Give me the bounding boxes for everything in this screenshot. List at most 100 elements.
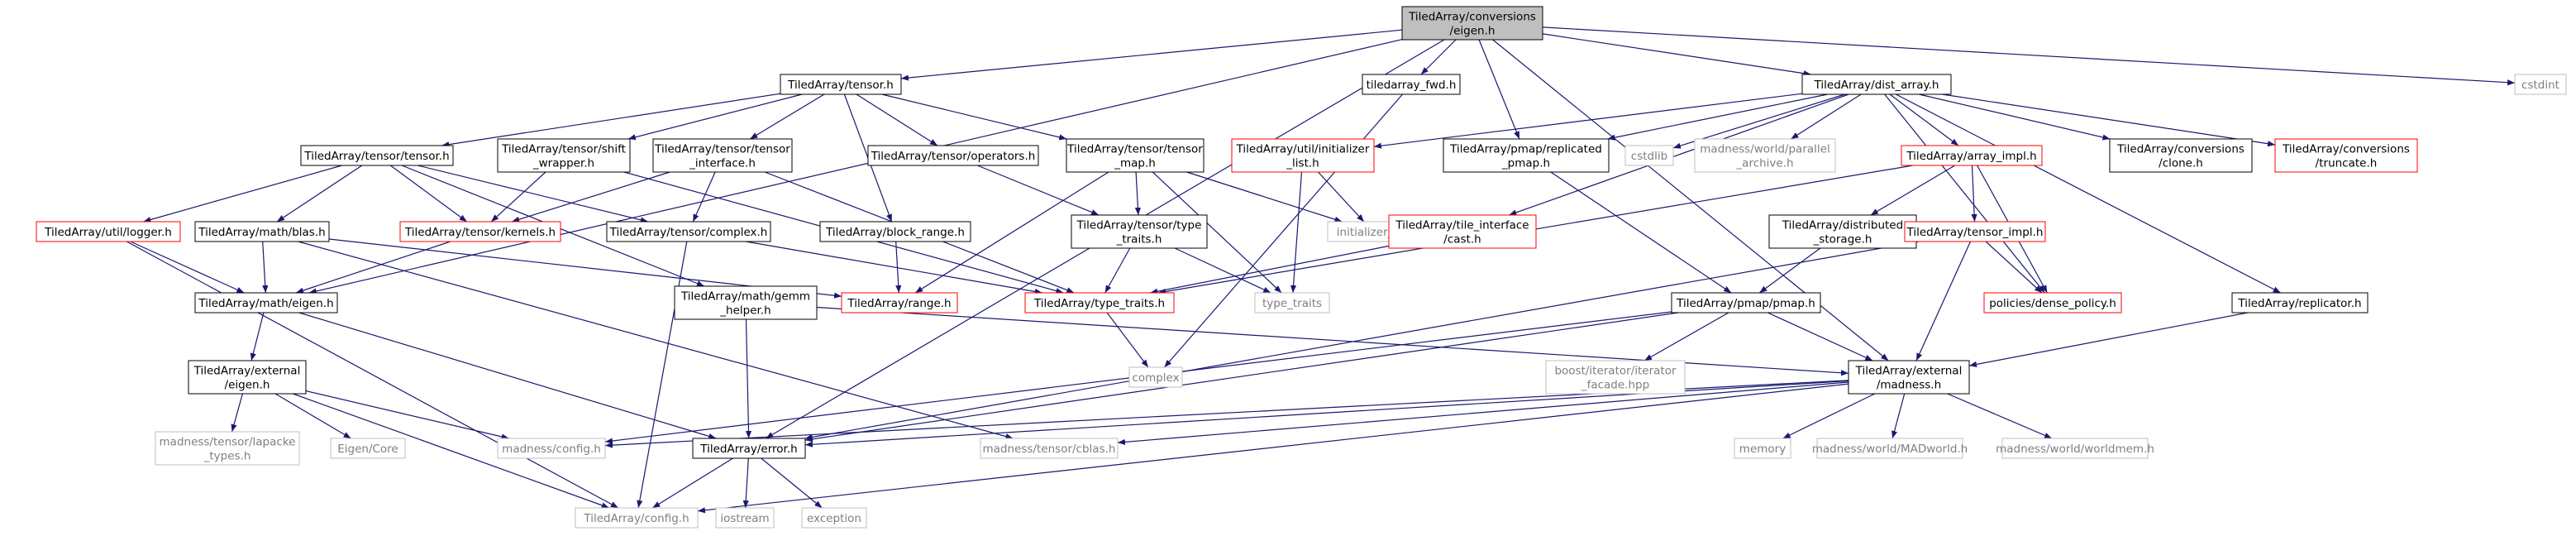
node-dist_array[interactable]: TiledArray/dist_array.h [1801, 74, 1952, 95]
node-conv_truncate[interactable]: TiledArray/conversions/truncate.h [2274, 138, 2418, 173]
node-pmap_h[interactable]: TiledArray/pmap/pmap.h [1671, 292, 1821, 313]
node-label-eigen_core: Eigen/Core [337, 443, 398, 456]
node-box-shift_wrapper [497, 138, 631, 173]
node-label-tensor_tensor: TiledArray/tensor/tensor.h [303, 150, 449, 163]
node-label-cblas: madness/tensor/cblas.h [983, 443, 1116, 456]
node-dense_policy[interactable]: policies/dense_policy.h [1983, 292, 2122, 313]
node-label-replicated_pmap: _pmap.h [1501, 157, 1550, 170]
edge-complex_h-to-config_h [637, 241, 688, 509]
node-box-array_impl [1901, 145, 2043, 166]
node-label-array_impl: TiledArray/array_impl.h [1906, 150, 2036, 163]
node-tile_interface_cast[interactable]: TiledArray/tile_interface/cast.h [1388, 214, 1537, 249]
edge-root-to-external_madness [1492, 39, 1889, 361]
edge-gemm_helper-to-error_h [745, 318, 752, 439]
node-parallel_archive: madness/world/parallel_archive.h [1694, 138, 1836, 173]
node-cblas: madness/tensor/cblas.h [980, 438, 1119, 459]
node-tensor_map[interactable]: TiledArray/tensor/tensor_map.h [1066, 138, 1205, 173]
node-madness_config: madness/config.h [497, 438, 606, 459]
edge-initializer_list_h-to-initializer_list [1318, 171, 1365, 223]
node-label-tile_interface_cast: /cast.h [1443, 233, 1481, 246]
node-kernels[interactable]: TiledArray/tensor/kernels.h [399, 221, 561, 242]
edge-dist_array-to-array_impl [1889, 93, 1959, 146]
node-label-type_traits: type_traits [1262, 297, 1322, 310]
node-external_madness[interactable]: TiledArray/external/madness.h [1848, 360, 1970, 395]
edge-distributed_storage-to-pmap_h [1758, 247, 1821, 294]
edge-tensor_tensor-to-complex_h [417, 165, 648, 223]
node-replicated_pmap[interactable]: TiledArray/pmap/replicated_pmap.h [1443, 138, 1610, 173]
node-error_h[interactable]: TiledArray/error.h [692, 438, 806, 459]
node-initializer_list_h[interactable]: TiledArray/util/initializer_list.h [1231, 138, 1375, 173]
node-label-tensor_h: TiledArray/tensor.h [787, 79, 894, 92]
node-box-worldmem [2001, 438, 2149, 459]
node-range_h[interactable]: TiledArray/range.h [841, 292, 958, 313]
node-label-tensor_interface: _interface.h [689, 157, 756, 170]
node-math_eigen[interactable]: TiledArray/math/eigen.h [194, 292, 338, 313]
node-gemm_helper[interactable]: TiledArray/math/gemm_helper.h [674, 285, 818, 320]
node-label-math_eigen: TiledArray/math/eigen.h [198, 297, 333, 310]
node-label-type_traits_h: TiledArray/type_traits.h [1033, 297, 1165, 310]
node-label-tensor_type_traits: TiledArray/tensor/type [1076, 219, 1202, 232]
node-exception: exception [801, 507, 867, 529]
edge-dist_array-to-initializer_list_h [1373, 93, 1803, 149]
node-array_impl[interactable]: TiledArray/array_impl.h [1901, 145, 2043, 166]
node-label-tensor_type_traits: _traits.h [1116, 233, 1162, 246]
node-box-external_madness [1848, 360, 1970, 395]
edge-tensor_h-to-tensor_tensor [441, 93, 781, 148]
node-box-gemm_helper [674, 285, 818, 320]
edge-kernels-to-math_eigen [295, 241, 451, 294]
node-box-cstdlib [1624, 145, 1674, 166]
node-logger[interactable]: TiledArray/util/logger.h [36, 221, 181, 242]
node-label-external_madness: TiledArray/external [1855, 365, 1963, 378]
edge-tensor_type_traits-to-type_traits_h [1104, 247, 1131, 294]
node-label-conv_clone: TiledArray/conversions [2116, 143, 2244, 156]
node-box-cstdint [2514, 74, 2567, 95]
node-operators[interactable]: TiledArray/tensor/operators.h [867, 145, 1039, 166]
edge-shift_wrapper-to-kernels [490, 171, 546, 223]
node-box-tensor_interface [652, 138, 793, 173]
node-box-tensor_map [1066, 138, 1205, 173]
node-tiledarray_fwd[interactable]: tiledarray_fwd.h [1362, 74, 1461, 95]
node-box-madworld [1816, 438, 1963, 459]
edge-tensor_tensor-to-math_blas [276, 165, 363, 223]
node-tensor_type_traits[interactable]: TiledArray/tensor/type_traits.h [1071, 214, 1208, 249]
node-conv_clone[interactable]: TiledArray/conversions/clone.h [2109, 138, 2253, 173]
node-label-external_eigen: /eigen.h [225, 379, 270, 392]
node-box-kernels [399, 221, 561, 242]
edge-dist_array-to-parallel_archive [1791, 93, 1862, 140]
node-shift_wrapper[interactable]: TiledArray/tensor/shift_wrapper.h [497, 138, 631, 173]
node-external_eigen[interactable]: TiledArray/external/eigen.h [188, 360, 307, 395]
node-box-operators [867, 145, 1039, 166]
edge-tensor_h-to-tensor_interface [749, 93, 825, 140]
edge-math_blas-to-math_eigen [262, 241, 269, 294]
node-label-gemm_helper: TiledArray/math/gemm [680, 290, 810, 304]
node-box-replicated_pmap [1443, 138, 1610, 173]
node-box-iostream [715, 507, 775, 529]
node-label-complex_h: TiledArray/tensor/complex.h [609, 226, 768, 239]
node-box-distributed_storage [1768, 214, 1917, 249]
edge-root-to-tensor_h [900, 29, 1403, 81]
node-label-worldmem: madness/world/worldmem.h [1996, 443, 2154, 456]
node-madworld: madness/world/MADworld.h [1812, 438, 1968, 459]
node-complex_h[interactable]: TiledArray/tensor/complex.h [606, 221, 771, 242]
node-label-range_h: TiledArray/range.h [847, 297, 951, 310]
node-box-tensor_type_traits [1071, 214, 1208, 249]
node-tensor_h[interactable]: TiledArray/tensor.h [780, 74, 902, 95]
node-box-conv_truncate [2274, 138, 2418, 173]
node-label-external_eigen: TiledArray/external [193, 365, 301, 378]
node-type_traits_h[interactable]: TiledArray/type_traits.h [1024, 292, 1175, 313]
node-distributed_storage[interactable]: TiledArray/distributed_storage.h [1768, 214, 1917, 249]
node-block_range[interactable]: TiledArray/block_range.h [819, 221, 971, 242]
node-math_blas[interactable]: TiledArray/math/blas.h [194, 221, 330, 242]
node-replicator[interactable]: TiledArray/replicator.h [2231, 292, 2368, 313]
node-box-memory [1734, 438, 1791, 459]
node-tensor_tensor[interactable]: TiledArray/tensor/tensor.h [300, 145, 454, 166]
node-label-iterator_facade: _facade.hpp [1581, 379, 1649, 392]
edge-tensor_map-to-range_h [914, 171, 1109, 294]
node-box-eigen_core [330, 438, 406, 459]
node-box-range_h [841, 292, 958, 313]
edge-error_h-to-config_h [652, 457, 733, 509]
node-tensor_impl[interactable]: TiledArray/tensor_impl.h [1904, 221, 2046, 242]
node-tensor_interface[interactable]: TiledArray/tensor/tensor_interface.h [652, 138, 793, 173]
node-box-madness_config [497, 438, 606, 459]
node-box-pmap_h [1671, 292, 1821, 313]
